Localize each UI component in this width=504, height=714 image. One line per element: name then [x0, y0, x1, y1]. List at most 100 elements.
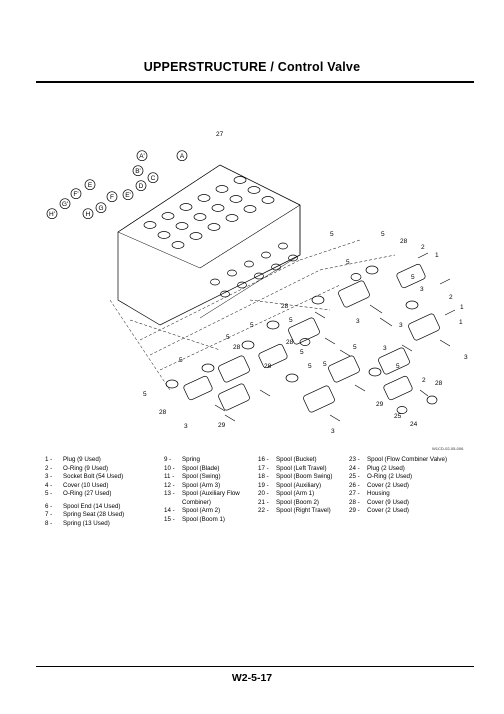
legend-item: 28 - Cover (9 Used) — [349, 499, 447, 508]
callout-label: 5 — [300, 349, 304, 356]
housing-port — [157, 231, 171, 239]
legend-item-text: Cover (2 Used) — [367, 507, 409, 515]
legend-item-number: 18 - — [258, 473, 269, 481]
legend-item-number: 1 - — [45, 456, 53, 463]
housing-port — [288, 254, 298, 262]
callout-circle — [46, 208, 58, 220]
callout-circle — [59, 198, 71, 210]
callout-label: 1 — [435, 252, 439, 259]
housing-outline — [117, 164, 301, 326]
legend-item-number: 4 - — [45, 481, 53, 489]
housing-port — [210, 278, 220, 286]
legend-item-text: Socket Bolt (54 Used) — [63, 473, 124, 481]
housing-port — [161, 212, 175, 220]
legend-item: 27 -Housing — [349, 490, 447, 499]
figure-id: W1CD-02-05-006 — [432, 446, 464, 451]
legend-item: 7 -Spring Seat (28 Used) — [45, 511, 124, 520]
callout-label: 2 — [421, 244, 425, 251]
legend-item: 22 -Spool (Right Travel) — [258, 507, 332, 516]
callout-circle — [135, 180, 147, 192]
callout-label: 5 — [396, 363, 400, 370]
callout-label: 3 — [383, 345, 387, 352]
callout-label: F' — [73, 191, 78, 198]
legend-item: 2 - O-Ring (9 Used) — [45, 465, 124, 474]
housing-port — [227, 269, 237, 277]
callout-label: 3 — [356, 318, 360, 325]
housing-port — [189, 232, 203, 240]
callout-circle — [147, 172, 159, 184]
legend-item-number: 28 - — [349, 498, 360, 506]
housing-port — [271, 263, 281, 271]
legend-item-text: Spool End (14 Used) — [63, 502, 121, 510]
callout-label: 2 — [422, 377, 426, 384]
legend-item-number: 14 - — [164, 507, 175, 515]
housing-side-face — [199, 204, 301, 319]
legend-item: 26 -Cover (2 Used) — [349, 482, 447, 491]
legend-item-text: O-Ring (9 Used) — [63, 464, 109, 472]
legend-column-1: 1 -Plug (9 Used)2 -O-Ring (9 Used)3 -Soc… — [45, 456, 124, 528]
legend-item: 29 -Cover (2 Used) — [349, 507, 447, 516]
callout-circle — [70, 188, 82, 200]
legend-item: 15 -Spool (Boom 1) — [164, 516, 240, 525]
callout-label: 5 — [330, 231, 334, 238]
footer-rule — [36, 666, 474, 667]
housing-port — [143, 221, 157, 229]
legend-item-text: Spool (Blade) — [182, 464, 220, 472]
callout-label: G' — [62, 201, 68, 208]
housing-port — [243, 205, 257, 213]
housing-port — [261, 251, 271, 259]
legend-item-number: 13 - — [164, 490, 175, 498]
legend-item-number: 3 - — [45, 473, 53, 481]
housing-port — [220, 290, 230, 298]
housing-port — [244, 260, 254, 268]
legend-item-text: Spool (Arm 1) — [276, 490, 315, 498]
callout-label: G — [98, 205, 103, 212]
legend-item: 18 -Spool (Boom Swing) — [258, 473, 332, 482]
callout-label: 3 — [331, 428, 335, 435]
callout-circle — [176, 150, 188, 162]
legend-item-number: 12 - — [164, 481, 175, 489]
callout-label: H' — [49, 211, 55, 218]
legend-item: 3 - Socket Bolt (54 Used) — [45, 473, 124, 482]
callout-label: 5 — [308, 363, 312, 370]
callout-circle — [106, 191, 118, 203]
callout-label: 2 — [449, 294, 453, 301]
housing-port — [215, 185, 229, 193]
legend-item-text: O-Ring (2 Used) — [367, 473, 413, 481]
legend-item-number: 7 - — [45, 511, 53, 519]
legend-item-number: 2 - — [45, 464, 53, 472]
callout-label: A' — [139, 153, 145, 160]
callout-label: 28 — [400, 238, 408, 245]
legend-item-text: Spool (Flow Combiner Valve) — [367, 456, 448, 463]
legend-item-number: 15 - — [164, 515, 175, 523]
legend-item-text: Spring — [182, 456, 200, 463]
callout-circle — [122, 189, 134, 201]
callout-circle — [132, 165, 144, 177]
callout-label: 24 — [410, 421, 418, 428]
callout-label: 29 — [218, 422, 226, 429]
legend-item-text: Spool (Boom 2) — [276, 498, 319, 506]
legend-item-text: Spool (Arm 2) — [182, 507, 221, 515]
housing-port — [225, 214, 239, 222]
housing-port — [237, 281, 247, 289]
callout-circle — [82, 208, 94, 220]
callout-label: 5 — [289, 317, 293, 324]
callout-label: 5 — [143, 391, 147, 398]
legend-item-number: 23 - — [349, 456, 360, 463]
legend-item-number: 19 - — [258, 481, 269, 489]
callout-label: 28 — [281, 303, 289, 310]
housing-port — [193, 213, 207, 221]
callout-circle — [84, 179, 96, 191]
callout-label: 28 — [435, 380, 443, 387]
callout-label: 3 — [464, 354, 468, 361]
housing-port — [211, 204, 225, 212]
housing-port — [197, 194, 211, 202]
legend-item-number: 20 - — [258, 490, 269, 498]
legend-item-text: Cover (9 Used) — [367, 498, 409, 506]
housing-port — [247, 186, 261, 194]
legend-item: 8 -Spring (13 Used) — [45, 520, 124, 529]
legend-item-text: Housing — [367, 490, 390, 498]
callout-label: E — [88, 182, 93, 189]
callout-label: 5 — [323, 361, 327, 368]
